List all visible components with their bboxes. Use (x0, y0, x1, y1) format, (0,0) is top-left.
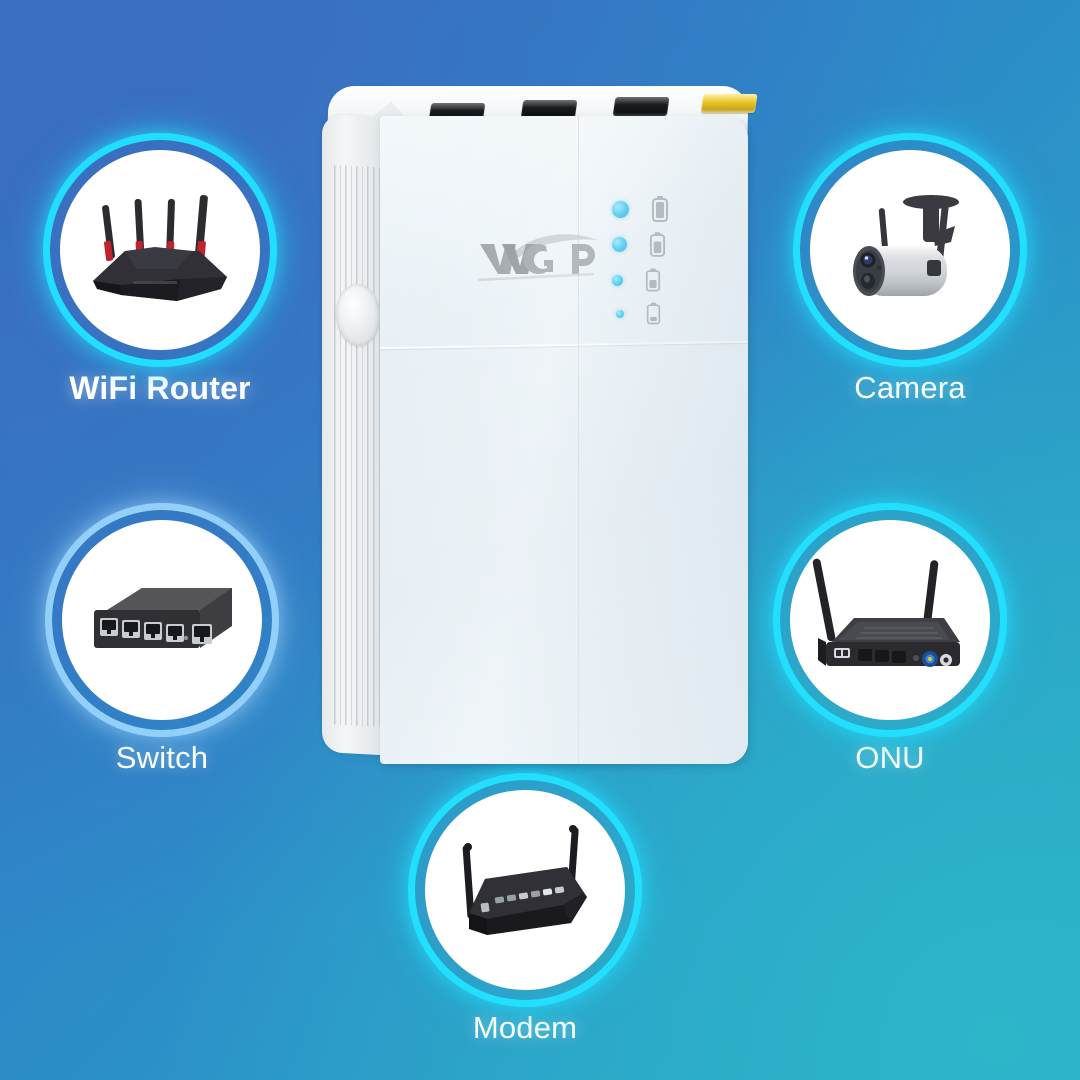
net-switch-icon (94, 588, 232, 648)
device-front-face (380, 116, 748, 764)
led-indicator-4 (612, 302, 661, 325)
led-dot-1 (612, 200, 629, 218)
wifi-router-icon (93, 195, 227, 301)
vent-slot (334, 164, 336, 725)
led-indicator-1 (612, 196, 669, 222)
led-indicator-panel (612, 192, 704, 332)
vent-slot (361, 166, 364, 727)
modem-icon (462, 825, 587, 935)
ventilation-grille (334, 164, 381, 728)
node-onu[interactable]: ONU (790, 520, 990, 775)
vent-slot (356, 165, 358, 726)
battery-low-icon (646, 302, 661, 325)
panel-seam-horizontal (380, 340, 748, 350)
led-dot-3 (612, 274, 623, 286)
node-wifi-router[interactable]: WiFi Router (60, 150, 260, 406)
node-label-switch: Switch (115, 740, 209, 775)
ip-camera-icon (853, 195, 959, 296)
device-side-panel (322, 114, 388, 756)
vent-slot (345, 165, 347, 726)
node-label-camera: Camera (854, 370, 966, 405)
wgp-swoosh-logo (477, 234, 598, 282)
lan-port-3[interactable] (612, 97, 670, 116)
top-vent-notch (372, 102, 408, 116)
node-camera[interactable]: Camera (810, 150, 1010, 405)
node-switch[interactable]: Switch (62, 520, 262, 775)
central-device[interactable] (322, 86, 762, 766)
vent-slot (339, 164, 342, 726)
modem-disc[interactable] (425, 790, 625, 990)
battery-full-icon (652, 196, 668, 222)
node-modem[interactable]: Modem (425, 790, 625, 1045)
onu-router-icon (812, 558, 960, 667)
camera-disc[interactable] (810, 150, 1010, 350)
node-label-modem: Modem (472, 1010, 578, 1045)
wan-port[interactable] (700, 94, 758, 113)
switch-disc[interactable] (62, 520, 262, 720)
onu-disc[interactable] (790, 520, 990, 720)
led-dot-4 (616, 309, 624, 318)
brand-logo (476, 224, 606, 286)
led-dot-2 (612, 237, 627, 252)
node-label-onu: ONU (855, 740, 925, 775)
led-indicator-2 (612, 232, 666, 257)
led-indicator-3 (612, 268, 661, 292)
vent-slot (372, 166, 375, 727)
battery-high-icon (649, 232, 666, 257)
node-label-wifi-router: WiFi Router (69, 370, 251, 406)
vent-slot (350, 165, 353, 726)
vent-slot (367, 166, 369, 727)
panel-seam-vertical (578, 116, 579, 764)
wifi-router-disc[interactable] (60, 150, 260, 350)
battery-medium-icon (645, 268, 661, 292)
